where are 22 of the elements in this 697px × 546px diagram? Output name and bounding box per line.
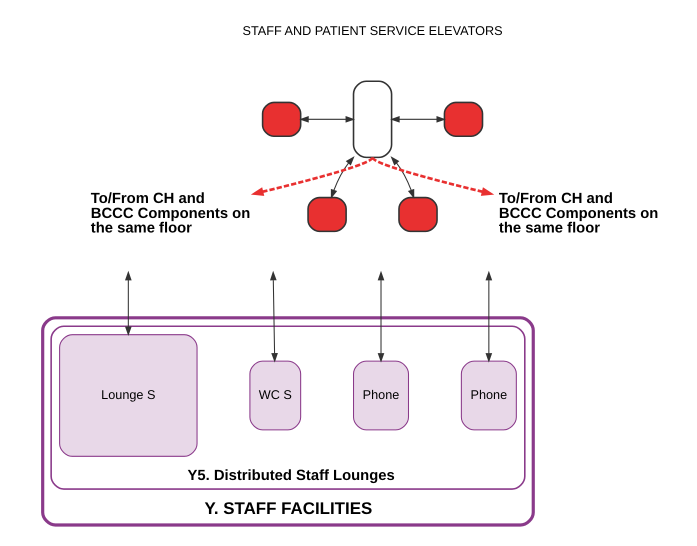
node-box	[398, 196, 438, 232]
node-box	[352, 80, 392, 158]
node-box: WC S	[249, 360, 302, 430]
arrow	[390, 156, 414, 199]
arrow	[371, 156, 494, 196]
node-box: Phone	[353, 360, 410, 430]
arrow	[330, 156, 355, 199]
node-box	[444, 102, 484, 138]
node-text: To/From CH and BCCC Components on the same floor	[498, 191, 658, 237]
label: STAFF AND PATIENT SERVICE ELEVATORS	[242, 24, 503, 38]
arrow	[250, 156, 374, 196]
arrow	[378, 270, 384, 363]
arrow	[486, 270, 492, 363]
node-box: Phone	[460, 360, 517, 430]
arrow	[299, 116, 356, 123]
arrow	[390, 116, 446, 123]
node-box	[307, 196, 347, 232]
arrow	[125, 270, 132, 336]
node-text: To/From CH and BCCC Components on the same floor	[90, 191, 250, 237]
arrow	[270, 270, 278, 363]
node-box	[262, 102, 302, 138]
node-box: Lounge S	[59, 334, 198, 457]
